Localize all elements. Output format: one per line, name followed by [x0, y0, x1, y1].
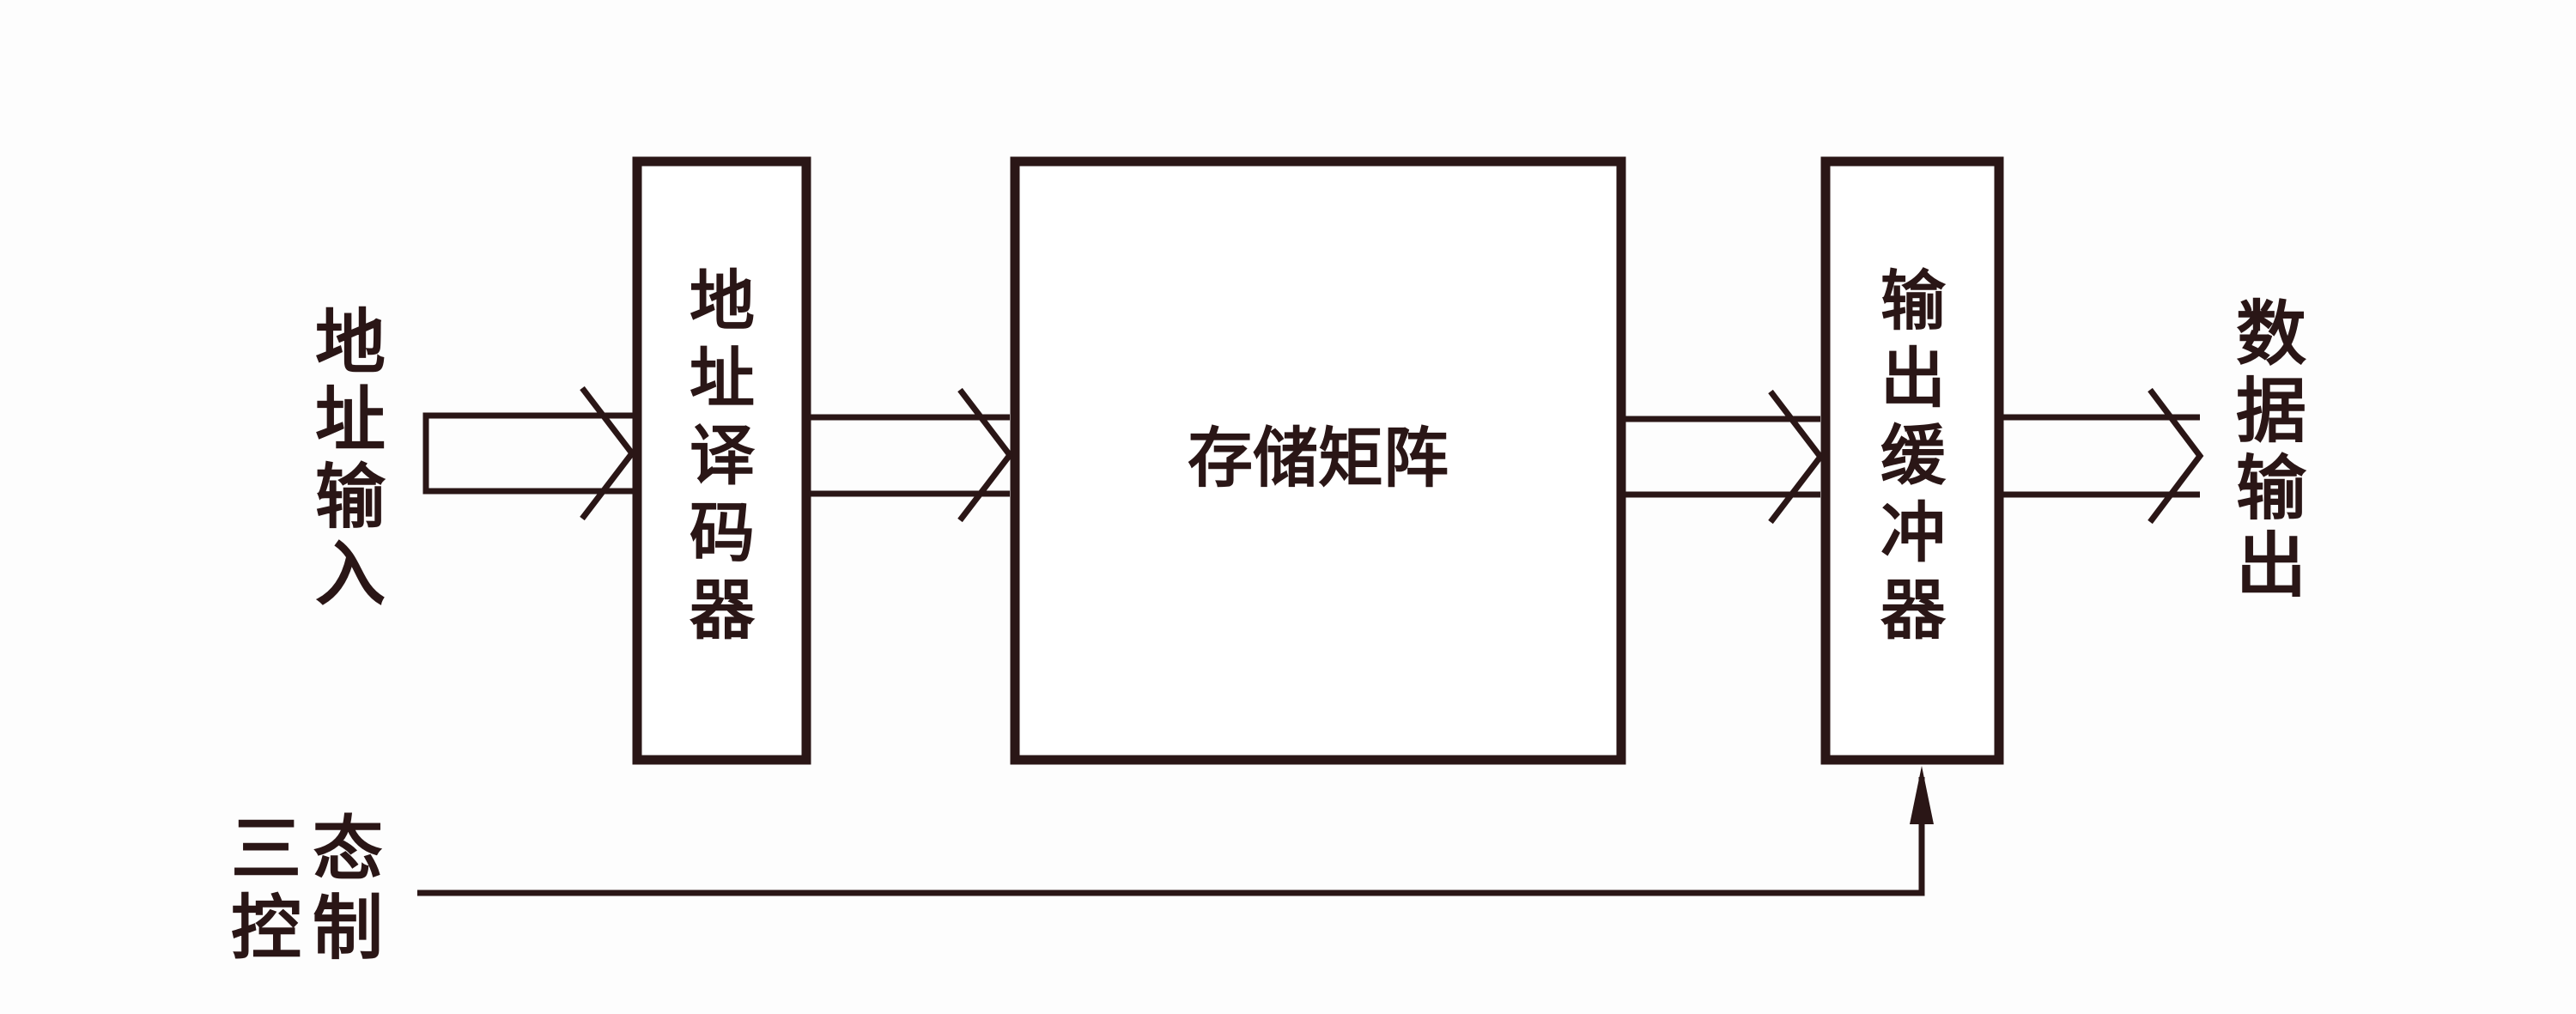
arrowhead-icon: [1910, 766, 1934, 824]
tristate-control-label: 三态控制: [231, 809, 395, 969]
decoder-to-matrix-arrow: [809, 387, 1014, 523]
output-buffer-label: 输出缓冲器: [1880, 263, 1946, 648]
storage-matrix-label: 存储矩阵: [1188, 420, 1449, 496]
data-output-arrow: [2002, 387, 2204, 525]
output-buffer-block: [1820, 156, 2004, 765]
address-decoder-label: 地址译码器: [690, 263, 755, 648]
address-input-arrow: [422, 386, 636, 521]
tristate-control-line: [417, 766, 1934, 896]
data-output-label: 数据输出: [2235, 294, 2306, 607]
address-input-label: 地址输入: [314, 302, 386, 616]
address-decoder-block: [632, 156, 811, 765]
matrix-to-buffer-arrow: [1624, 389, 1825, 525]
storage-matrix-block: [1010, 156, 1626, 765]
